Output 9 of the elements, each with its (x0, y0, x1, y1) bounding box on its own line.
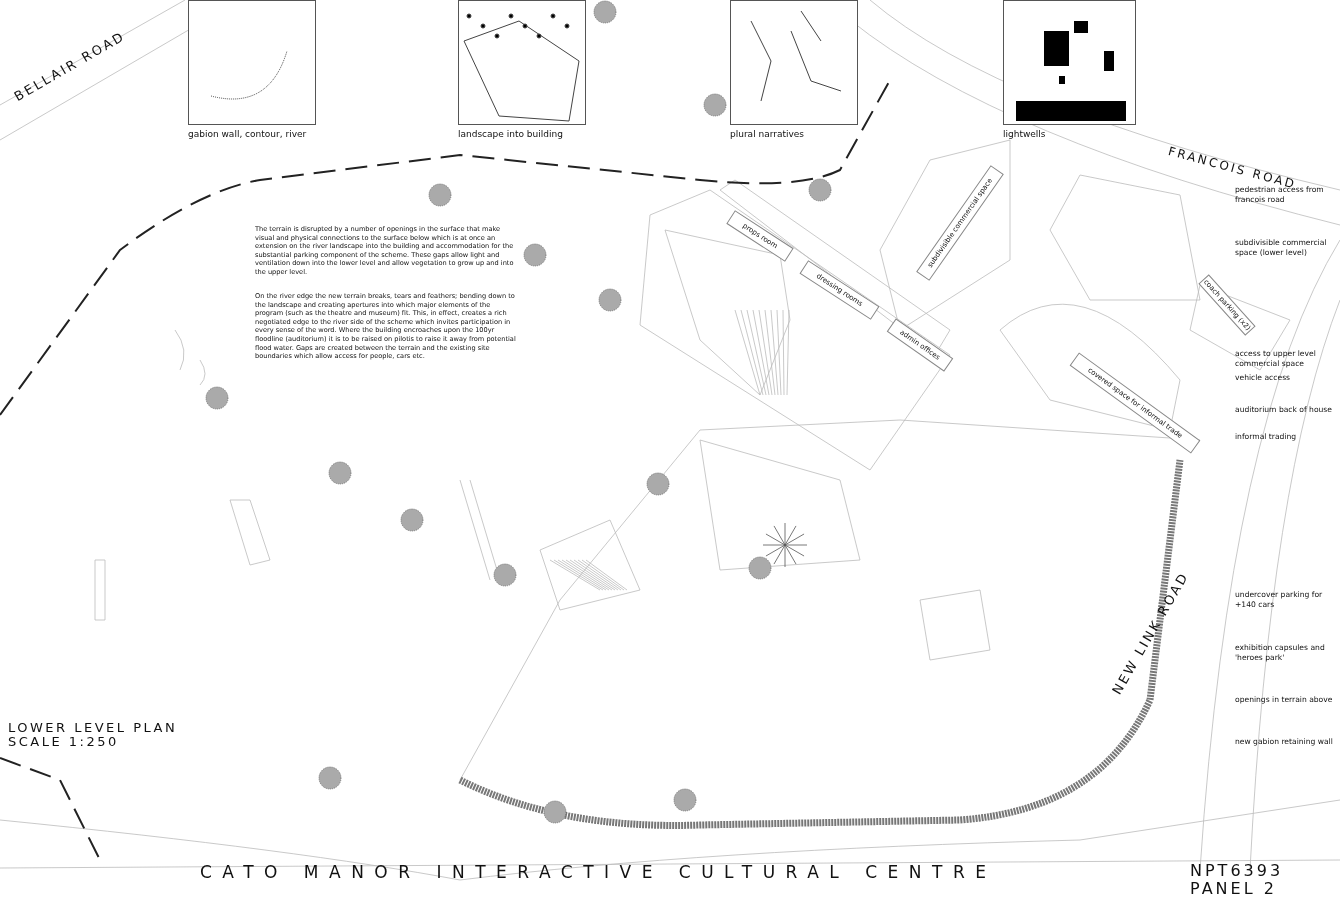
thumbnail-caption: lightwells (1003, 129, 1046, 139)
panel-title: CATO MANOR INTERACTIVE CULTURAL CENTRE (200, 862, 997, 882)
plan-heading: LOWER LEVEL PLAN (8, 721, 178, 735)
plan-heading: SCALE 1:250 (8, 735, 119, 749)
thumbnail-caption: gabion wall, contour, river (188, 129, 307, 139)
panel-code: PANEL 2 (1190, 880, 1277, 897)
thumbnail-caption: plural narratives (730, 129, 805, 139)
panel-code: NPT6393 (1190, 862, 1284, 879)
thumbnail-caption: landscape into building (458, 129, 563, 139)
